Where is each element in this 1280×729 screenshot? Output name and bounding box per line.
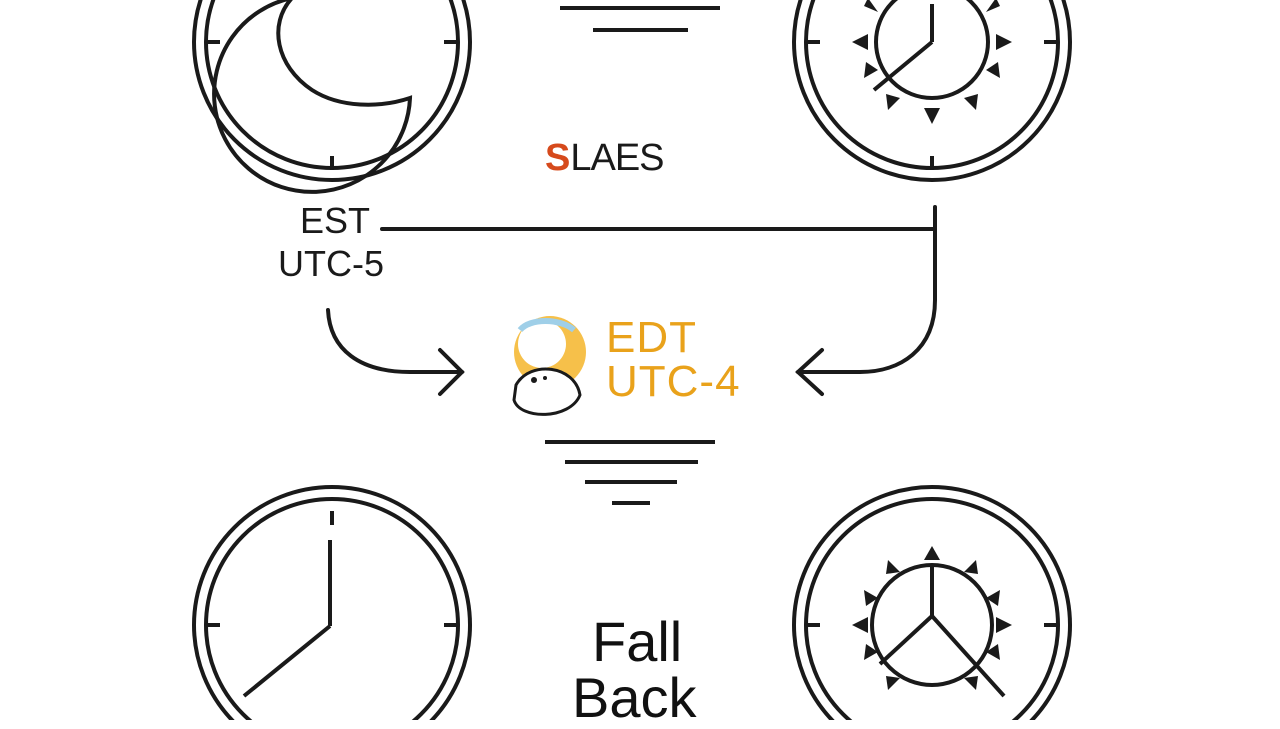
horizon-lines-center xyxy=(545,440,715,505)
connector-left xyxy=(326,308,465,396)
back-label: Back xyxy=(572,666,697,729)
standard-zone-label: EST xyxy=(300,200,371,241)
sun-moon-icon xyxy=(512,316,586,416)
sun-rays-top xyxy=(852,0,1012,124)
horizon-lines-top xyxy=(560,6,720,32)
sun-clock-icon xyxy=(792,0,1072,182)
sun-rays-bottom xyxy=(852,546,1012,690)
daylight-zone-label: EDT xyxy=(606,313,697,362)
sun-clock-icon-bottom xyxy=(792,485,1072,720)
daylight-offset-label: UTC-4 xyxy=(606,357,741,406)
clock-icon xyxy=(192,485,472,720)
brand-logo: SLAES xyxy=(545,137,665,179)
standard-offset-label: UTC-5 xyxy=(278,243,384,284)
fall-label: Fall xyxy=(592,610,683,673)
moon-clock-icon xyxy=(192,0,472,194)
connector-right xyxy=(380,205,937,396)
